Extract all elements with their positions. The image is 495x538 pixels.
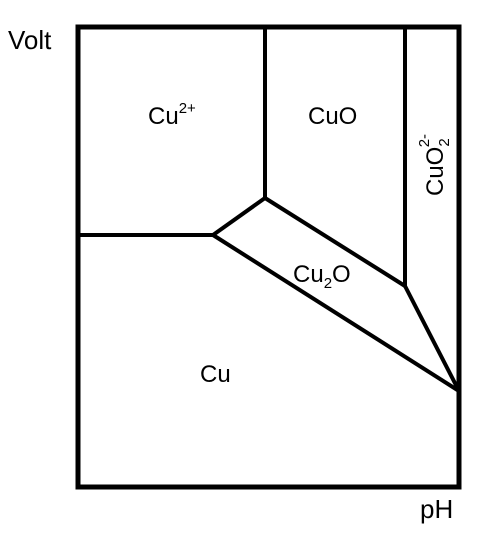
boundary-cu2o-cuo2: [403, 285, 461, 392]
cu2o-subscript: 2: [324, 275, 332, 292]
region-label-cu2plus: Cu2+: [148, 100, 196, 130]
region-label-cu2o: Cu2O: [293, 261, 351, 292]
cu2o-base: Cu: [293, 261, 324, 288]
cu2plus-base: Cu: [148, 103, 179, 130]
boundary-cu-cu2o: [211, 233, 461, 393]
diagram-frame: [75, 24, 462, 490]
phase-boundaries: [78, 27, 461, 393]
region-label-cuo2: CuO22-: [416, 134, 453, 196]
x-axis-label: pH: [420, 494, 453, 524]
cuo2-superscript: 2-: [416, 134, 433, 147]
region-label-cuo: CuO: [308, 103, 357, 130]
boundary-cu2plus-cu2o: [211, 196, 267, 237]
boundary-cuo-cu2o: [263, 196, 407, 288]
cuo2-subscript: 2: [436, 138, 453, 146]
cu2plus-superscript: 2+: [179, 100, 196, 117]
region-label-cu: Cu: [200, 361, 231, 388]
y-axis-label: Volt: [8, 25, 52, 55]
cuo2-base: CuO: [422, 147, 449, 196]
cu2o-tail: O: [332, 261, 351, 288]
